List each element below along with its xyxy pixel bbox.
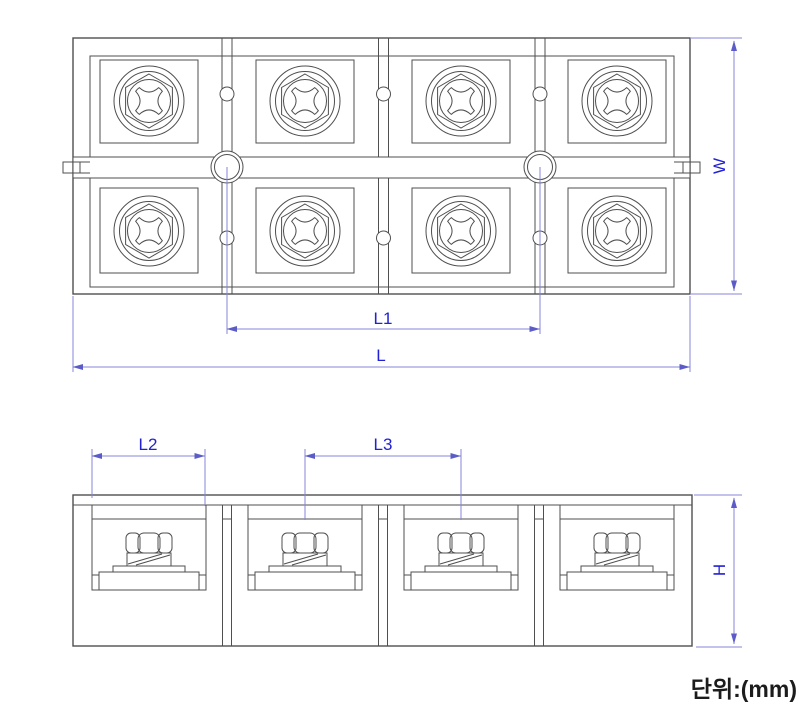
dim-label-l3: L3 [374,435,393,454]
left-tab [62,161,90,174]
dim-label-l2: L2 [139,435,158,454]
dim-label-l1: L1 [374,309,393,328]
right-tab [674,161,701,174]
top-view-center-bar [62,156,701,179]
dim-label-w: W [710,158,729,174]
units-note: 단위:(mm) [691,676,797,702]
front-view [72,494,693,647]
front-view-dimensions: L2 L3 H [91,435,742,648]
dim-label-h: H [710,564,729,576]
top-view-dimensions: W L1 L [72,37,742,372]
dim-label-l: L [376,346,385,365]
top-view [62,37,701,295]
